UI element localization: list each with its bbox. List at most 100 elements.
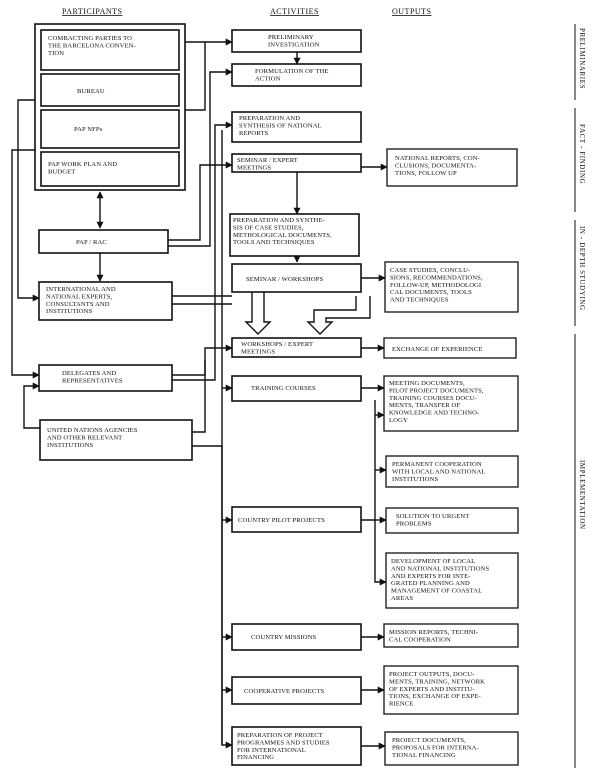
text-line: CASE STUDIES, CONCLU- — [390, 267, 470, 274]
box-out-exchange — [383, 337, 517, 359]
text-line: REPRESENTATIVES — [62, 377, 123, 384]
text-line: METHOLOGICAL DOCUMENTS, — [233, 232, 332, 239]
text-line: AND OTHER RELEVANT — [47, 434, 122, 441]
text-line: REPORTS — [239, 130, 268, 137]
box-out-permanent-cooperation — [385, 455, 519, 488]
phase-in-depth-studying: IN - DEPTH STUDYING — [578, 226, 586, 311]
text-line: ACTION — [255, 75, 281, 82]
text-line: COUNTRY PILOT PROJECTS — [238, 517, 325, 524]
text-cooperative-projects: COOPERATIVE PROJECTS — [244, 688, 324, 695]
text-line: INSTITUTIONS — [47, 442, 93, 449]
text-line: INSTITUTIONS — [392, 476, 438, 483]
text-line: SIONS, RECOMMENDATIONS, — [390, 274, 483, 281]
text-line: FOLLOW-UP, METHODOLOGI — [390, 282, 481, 289]
text-line: MEETINGS — [241, 348, 275, 355]
text-line: GRATED PLANNING AND — [391, 580, 470, 587]
text-line: CLUSIONS, DOCUMENTA- — [395, 162, 476, 169]
text-line: AND TECHNIQUES — [390, 297, 449, 304]
text-out-mission-reports: MISSION REPORTS, TECHNI-CAL COOPERATION — [389, 629, 478, 643]
text-line: PROGRAMMES AND STUDIES — [237, 739, 330, 746]
text-line: MEETINGS — [237, 164, 271, 171]
text-line: PROPOSALS FOR INTERNA- — [392, 744, 479, 751]
text-line: FINANCING — [237, 754, 274, 761]
text-line: THE BARCELONA CONVEN- — [48, 42, 136, 49]
box-case-studies — [229, 213, 360, 257]
text-line: NATIONAL EXPERTS, — [46, 293, 113, 300]
text-line: UNITED NATIONS AGENCIES — [47, 427, 138, 434]
text-line: KNOWLEDGE AND TECHNO- — [389, 410, 479, 417]
text-line: CAL DOCUMENTS, TOOLS — [390, 289, 472, 296]
text-line: LOGY — [389, 417, 408, 424]
text-line: WORKSHOPS / EXPERT — [241, 341, 313, 348]
box-contracting-parties — [40, 29, 180, 71]
text-line: PAP / RAC — [76, 239, 107, 246]
text-training-courses: TRAINING COURSES — [251, 385, 316, 392]
text-out-project-documents: PROJECT DOCUMENTS,PROPOSALS FOR INTERNA-… — [392, 737, 479, 759]
text-line: PREPARATION OF PROJECT — [237, 732, 323, 739]
text-line: SOLUTION TO URGENT — [396, 513, 469, 520]
text-line: PAP NFPs — [74, 126, 103, 133]
box-preliminary-investigation — [231, 29, 362, 53]
text-line: CONSULTANTS AND — [46, 301, 110, 308]
text-line: EXCHANGE OF EXPERIENCE — [392, 346, 482, 353]
box-work-plan — [40, 151, 180, 187]
text-line: WITH LOCAL AND NATIONAL — [392, 468, 485, 475]
text-line: AREAS — [391, 595, 413, 602]
outputs-boxes: NATIONAL REPORTS, CON-CLUSIONS, DOCUMENT… — [383, 148, 519, 766]
text-line: PERMANENT COOPERATION — [392, 461, 482, 468]
text-line: AND EXPERTS FOR INTE- — [391, 573, 471, 580]
box-bureau — [40, 73, 180, 107]
header-outputs: OUTPUTS — [392, 7, 432, 16]
text-line: PRELIMINARY — [268, 34, 314, 41]
text-line: SEMINAR / WORKSHOPS — [246, 276, 323, 283]
text-line: DELEGATES AND — [62, 370, 116, 377]
text-line: CAL COOPERATION — [389, 636, 451, 643]
text-line: TIONS, FOLLOW UP — [395, 170, 457, 177]
box-delegates — [38, 364, 173, 392]
text-out-exchange: EXCHANGE OF EXPERIENCE — [392, 346, 482, 353]
text-line: OF EXPERTS AND INSTITU- — [389, 686, 475, 693]
phase-fact-finding: FACT - FINDING — [578, 124, 586, 184]
text-line: MENTS, TRANSFER OF — [389, 402, 460, 409]
phase-implementation: IMPLEMENTATION — [578, 460, 586, 530]
text-line: FOR INTERNATIONAL — [237, 747, 306, 754]
text-pap-nfps: PAP NFPs — [74, 126, 103, 133]
box-pilot-projects — [231, 506, 362, 533]
box-cooperative-projects — [231, 676, 362, 705]
box-pap-rac — [38, 229, 169, 254]
box-workshops-expert — [231, 337, 362, 358]
text-line: FORMULATION OF THE — [255, 68, 328, 75]
phase-preliminaries: PRELIMINARIES — [578, 28, 586, 89]
text-case-studies: PREPARATION AND SYNTHE-SIS OF CASE STUDI… — [233, 217, 332, 246]
text-line: SIS OF CASE STUDIES, — [233, 224, 304, 231]
text-line: PILOT PROJECT DOCUMENTS, — [389, 387, 484, 394]
text-line: COUNTRY MISSIONS — [251, 634, 317, 641]
text-line: TIONS, EXCHANGE OF EXPE- — [389, 693, 481, 700]
box-out-meeting-documents — [383, 375, 519, 432]
text-line: PROJECT DOCUMENTS, — [392, 737, 466, 744]
text-out-project-outputs: PROJECT OUTPUTS, DOCU-MENTS, TRAINING, N… — [389, 671, 485, 708]
text-line: MANAGEMENT OF COASTAL — [391, 588, 482, 595]
box-formulation — [231, 63, 362, 87]
header-activities: ACTIVITIES — [270, 7, 319, 16]
text-line: COMBACTING PARTIES TO — [48, 35, 132, 42]
text-seminar-workshops: SEMINAR / WORKSHOPS — [246, 276, 323, 283]
text-line: MISSION REPORTS, TECHNI- — [389, 629, 478, 636]
text-line: MEETING DOCUMENTS, — [389, 380, 465, 387]
box-training-courses — [231, 375, 362, 402]
text-line: COOPERATIVE PROJECTS — [244, 688, 324, 695]
box-out-project-outputs — [383, 665, 519, 715]
text-line: AND NATIONAL INSTITUTIONS — [391, 565, 489, 572]
text-line: INTERNATIONAL AND — [46, 286, 116, 293]
